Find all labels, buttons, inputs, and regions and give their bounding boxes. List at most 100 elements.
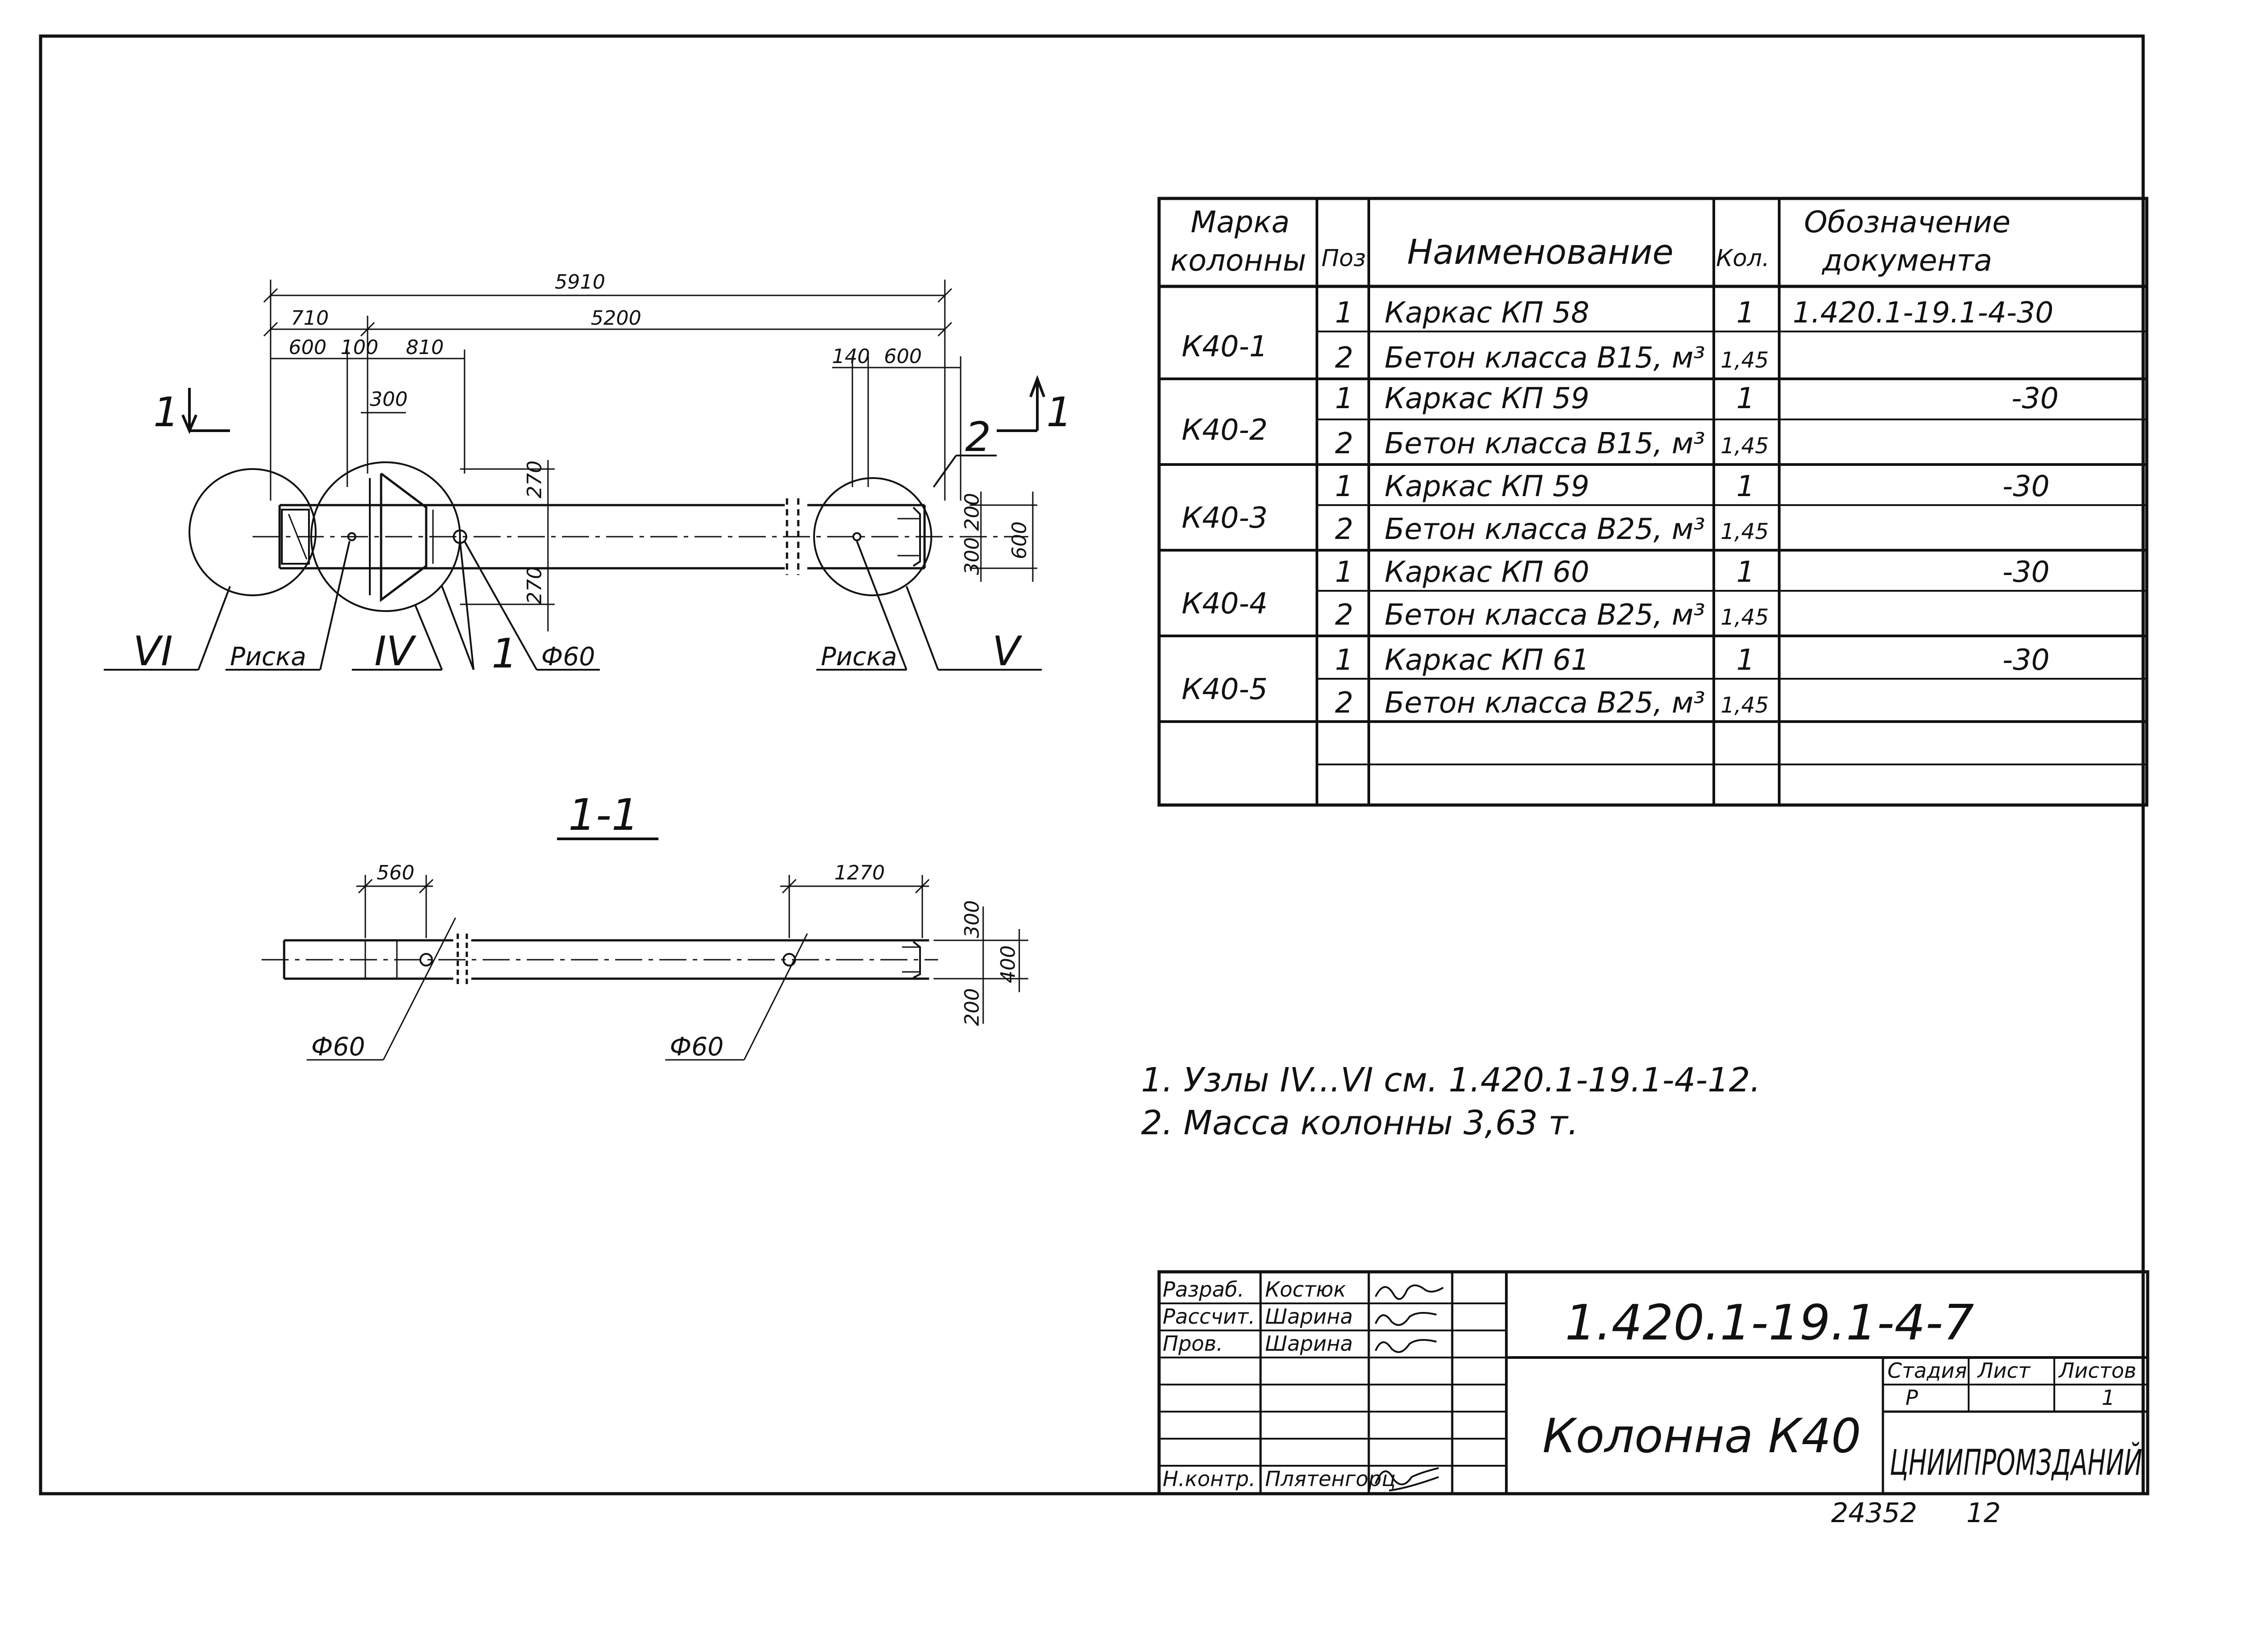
pos-cell: 2 [1335,598,1353,632]
dim-300: 300 [370,388,408,411]
name-cell: Каркас КП 60 [1385,556,1589,589]
section-title: 1-1 [568,790,639,840]
dim-140: 140 [832,345,870,368]
drawing-title: Колонна К40 [1542,1408,1861,1463]
role-check: Пров. [1163,1331,1223,1356]
sheet-header: Лист [1977,1358,2031,1383]
section-dim-300: 300 [961,900,984,938]
pos-cell: 1 [1335,470,1353,503]
section-dim-1270: 1270 [834,861,885,884]
dim-main: 5200 [591,307,641,330]
qty-cell: 1,45 [1721,433,1769,459]
header-mark-line1: Марка [1191,205,1290,239]
qty-cell: 1 [1736,470,1755,503]
name-cell: Каркас КП 59 [1385,470,1589,503]
mark-k40-4: К40-4 [1182,587,1268,621]
qty-cell: 1,45 [1721,693,1769,718]
doc-cell: -30 [2002,556,2050,589]
section-dimension-lines [307,875,1028,1061]
mark-k40-2: К40-2 [1182,414,1268,447]
qty-cell: 1 [1736,296,1755,330]
qty-cell: 1,45 [1721,605,1769,630]
doc-cell: -30 [2011,382,2059,415]
dim-270-top: 270 [523,460,546,498]
dim-810: 810 [406,336,444,359]
pos-cell: 1 [1335,382,1353,415]
qty-cell: 1 [1736,556,1755,589]
stage-value: Р [1905,1385,1918,1410]
mark-k40-3: К40-3 [1182,502,1268,535]
dim-left-offset: 710 [291,307,329,330]
name-cell: Каркас КП 59 [1385,382,1589,415]
pos-cell: 2 [1335,341,1353,375]
header-pos: Поз. [1321,245,1373,272]
role-calc: Рассчит. [1163,1304,1255,1329]
riska-right-label: Риска [821,642,897,672]
doc-cell: -30 [2002,470,2050,503]
name-cell: Бетон класса В25, м³ [1385,513,1705,546]
header-doc-line1: Обозначение [1804,205,2011,239]
name-check: Шарина [1265,1331,1353,1356]
sheets-value: 1 [2102,1385,2115,1410]
column-plan-view [189,461,1028,612]
node-iv-label: IV [374,628,417,675]
title-block-grid [1157,1270,2149,1496]
pos-cell: 2 [1335,513,1353,546]
drawing-code: 1.420.1-19.1-4-7 [1565,1295,1974,1351]
name-calc: Шарина [1265,1304,1353,1329]
pos-cell: 1 [1335,556,1353,589]
header-doc-line2: документа [1822,243,1992,278]
sheets-header: Листов [2058,1358,2136,1383]
name-dev: Костюк [1265,1277,1346,1302]
dim-100: 100 [341,336,378,359]
stage-header: Стадия [1887,1358,1967,1383]
header-qty: Кол. [1716,245,1770,272]
dim-600-right: 600 [884,345,922,368]
section-mark-right-label: 1 [1046,389,1072,436]
page-number: 12 [1966,1497,2001,1529]
dim-600-height: 600 [1008,521,1031,559]
header-mark-line2: колонны [1170,243,1306,278]
header-name: Наименование [1407,232,1674,272]
qty-cell: 1,45 [1721,519,1769,544]
dim-300-200: 300 200 [961,493,984,575]
pos-1-label: 1 [492,630,517,677]
dim-600-left: 600 [289,336,327,359]
qty-cell: 1,45 [1721,348,1769,373]
name-cell: Бетон класса В25, м³ [1385,598,1705,632]
section-phi-left: Ф60 [311,1032,365,1062]
qty-cell: 1 [1736,382,1755,415]
pos-cell: 2 [1335,686,1353,720]
organization: ЦНИИПРОМЗДАНИЙ [1890,1441,2142,1483]
plan-leaders [104,455,1042,671]
node-vi-label: VI [133,628,173,675]
name-cell: Бетон класса В15, м³ [1385,341,1705,375]
role-dev: Разраб. [1163,1277,1244,1302]
pos-cell: 2 [1335,427,1353,460]
mark-k40-1: К40-1 [1182,330,1268,364]
dim-270-bottom: 270 [523,566,546,604]
role-norm-control: Н.контр. [1163,1467,1256,1491]
spec-table-grid [1157,197,2149,807]
archive-number: 24352 [1831,1497,1917,1529]
section-view [262,934,938,985]
riska-left-label: Риска [230,642,306,672]
note-2: 2. Масса колонны 3,63 т. [1141,1104,1578,1142]
section-mark-right [997,375,1045,432]
mark-k40-5: К40-5 [1182,673,1268,706]
signatures [1375,1284,1444,1491]
section-dim-400: 400 [997,945,1020,983]
name-cell: Каркас КП 58 [1385,296,1589,330]
pos-2-label: 2 [965,414,991,461]
name-cell: Каркас КП 61 [1385,644,1589,677]
name-cell: Бетон класса В25, м³ [1385,686,1705,720]
qty-cell: 1 [1736,644,1755,677]
pos-cell: 1 [1335,296,1353,330]
section-dim-560: 560 [377,861,414,884]
phi-60-plan-label: Ф60 [541,642,595,672]
node-v-label: V [992,628,1022,675]
section-mark-left-label: 1 [153,389,179,436]
plan-dimension-lines [263,280,1037,631]
